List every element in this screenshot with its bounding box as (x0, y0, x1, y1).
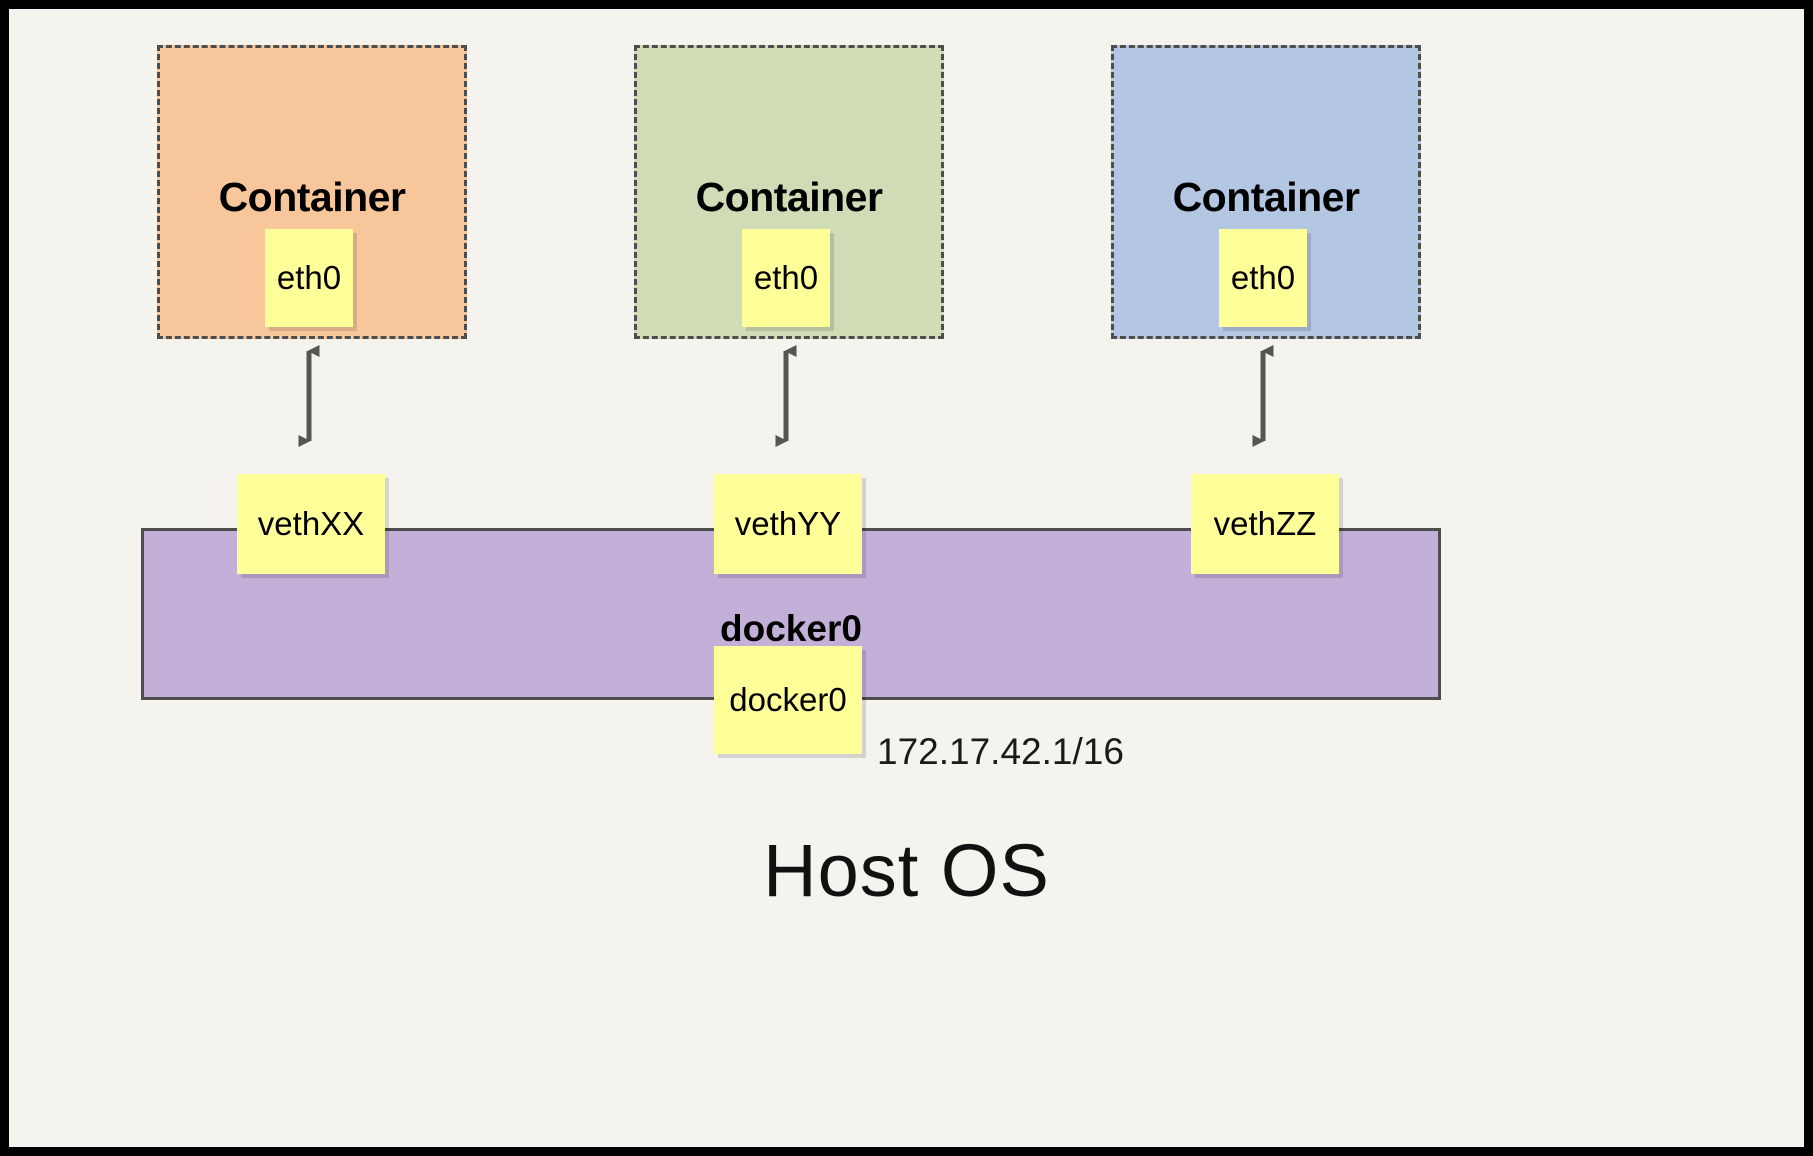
connector-arrow-3 (1252, 345, 1274, 447)
container-eth0-label-2: eth0 (753, 259, 819, 296)
veth-label-1: vethXX (257, 505, 365, 542)
container-eth0-box-1[interactable]: eth0 (265, 229, 353, 327)
container-title-3: Container (1172, 174, 1360, 220)
docker0-bridge-label: docker0 (720, 608, 862, 649)
container-eth0-box-2[interactable]: eth0 (742, 229, 830, 327)
container-title-1: Container (218, 174, 406, 220)
veth-box-2[interactable]: vethYY (714, 474, 862, 574)
connector-arrow-1 (298, 345, 320, 447)
veth-box-1[interactable]: vethXX (237, 474, 385, 574)
veth-box-3[interactable]: vethZZ (1191, 474, 1339, 574)
diagram-canvas: Container eth0 Container eth0 Container … (9, 9, 1804, 1147)
container-eth0-label-3: eth0 (1230, 259, 1296, 296)
host-os-label: Host OS (763, 829, 1050, 912)
veth-label-3: vethZZ (1213, 505, 1317, 542)
docker0-interface-box[interactable]: docker0 (714, 646, 862, 754)
connector-arrow-2 (775, 345, 797, 447)
docker0-interface-label: docker0 (729, 681, 847, 718)
docker0-ip-label: 172.17.42.1/16 (877, 731, 1124, 772)
container-eth0-box-3[interactable]: eth0 (1219, 229, 1307, 327)
veth-label-2: vethYY (734, 505, 842, 542)
container-title-2: Container (695, 174, 883, 220)
container-eth0-label-1: eth0 (276, 259, 342, 296)
